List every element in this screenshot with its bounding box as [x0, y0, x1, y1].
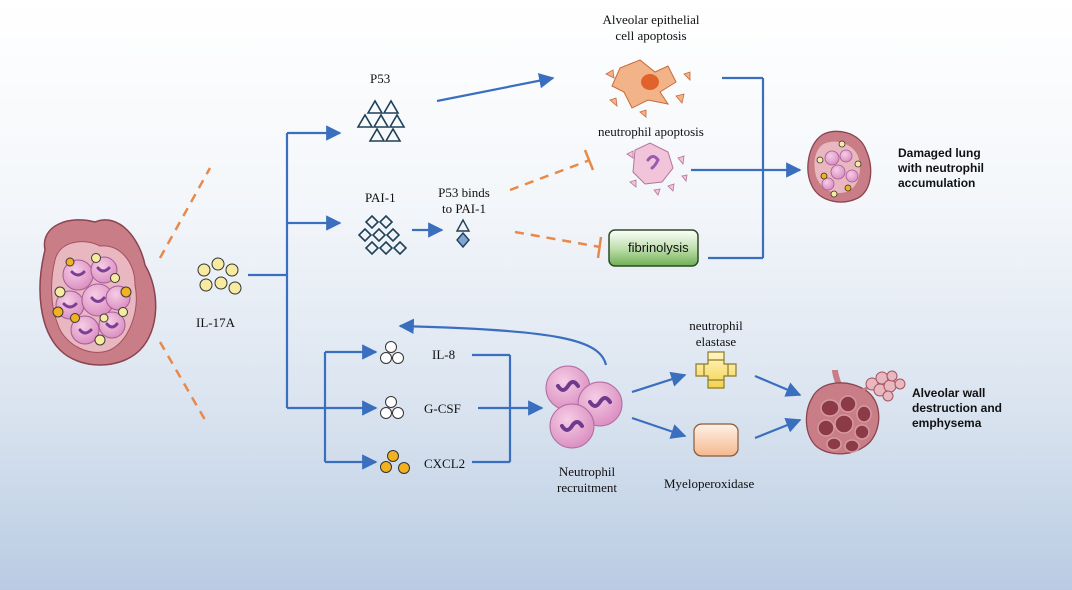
cxcl2-label: CXCL2	[424, 456, 466, 471]
neutrophil-apoptosis-label: neutrophil apoptosis	[598, 124, 704, 139]
apoptotic-neutrophil-icon	[626, 142, 688, 196]
alveolar-epithelial-cell-icon	[605, 59, 691, 118]
neutrophil-recruitment-label: Neutrophil recruitment	[557, 464, 617, 495]
alveolar-wall-label: Alveolar wall destruction and emphysema	[912, 386, 1003, 430]
damaged-lung-label: Damaged lung with neutrophil accumulatio…	[898, 146, 984, 190]
il17a-label: IL-17A	[196, 315, 235, 330]
p53-binds-pai1-label: P53 binds to PAI-1	[438, 185, 490, 216]
p53-pai1-complex-icon	[455, 218, 471, 249]
neutrophil-cluster-icon	[545, 365, 623, 449]
gcsf-label: G-CSF	[424, 401, 461, 416]
elastase-shape-icon	[695, 351, 737, 389]
il17a-signaling-tree	[248, 73, 802, 470]
neutrophil-elastase-label: neutrophil elastase	[689, 318, 743, 349]
myeloperoxidase-shape-icon	[693, 423, 739, 457]
gcsf-molecules-icon	[380, 396, 404, 419]
alveolar-apoptosis-label: Alveolar epithelial cell apoptosis	[602, 12, 700, 43]
lung-tissue-with-neutrophils-icon	[39, 219, 157, 366]
pai1-diamonds-icon	[357, 214, 408, 256]
p53-label: P53	[370, 71, 391, 86]
fibrinolysis-box	[608, 229, 699, 267]
il17a-molecules-icon	[197, 257, 242, 295]
cxcl2-molecules-icon	[380, 450, 410, 474]
inhibition-lines	[509, 149, 603, 259]
myeloperoxidase-label: Myeloperoxidase	[664, 476, 755, 491]
fibrinolysis-label: fibrinolysis	[628, 240, 689, 255]
il8-molecules-icon	[380, 341, 404, 364]
damaged-lung-icon	[807, 130, 872, 203]
lung-to-il17a-connectors	[158, 167, 212, 426]
p53-triangles-icon	[356, 99, 406, 142]
il8-label: IL-8	[432, 347, 456, 362]
pai1-label: PAI-1	[365, 190, 396, 205]
emphysema-lung-icon	[805, 369, 906, 455]
